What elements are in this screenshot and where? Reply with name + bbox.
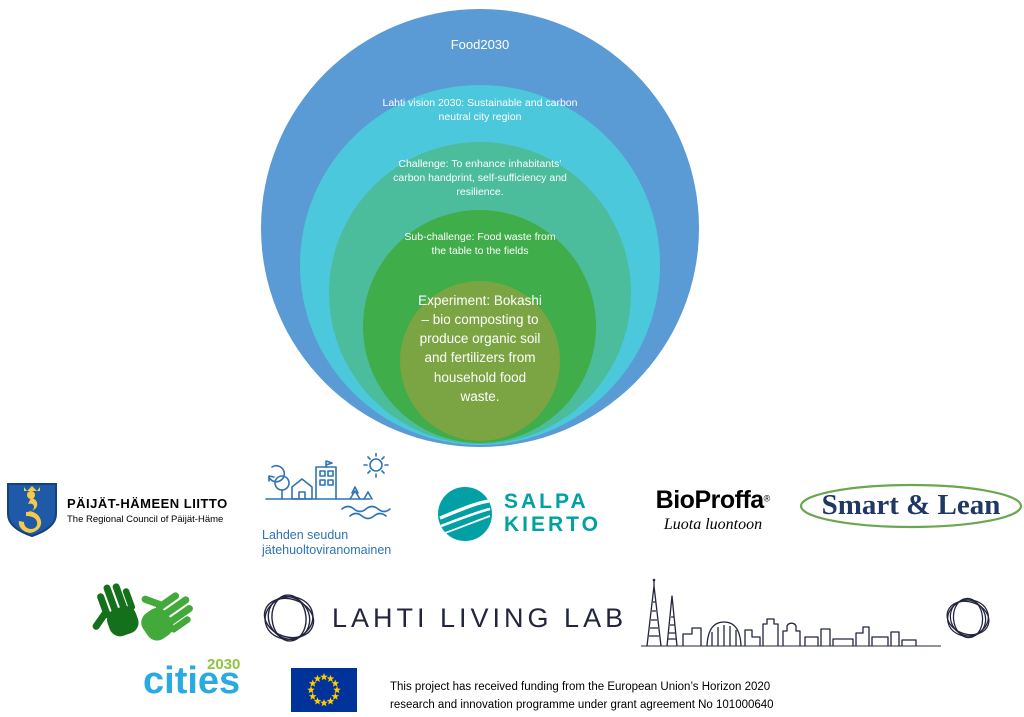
ring-label-lahti-vision: Lahti vision 2030: Sustainable and carbo… (382, 97, 578, 124)
eu-funding-line2: research and innovation programme under … (390, 699, 774, 712)
green-hands-icon (85, 566, 203, 659)
bioproffa-wordmark: BioProffa® (643, 486, 783, 515)
registered-trademark-icon: ® (763, 493, 771, 504)
cities2030-word: cities (143, 660, 241, 702)
ring-label-challenge: Challenge: To enhance inhabitants’ carbo… (393, 158, 567, 199)
lahti-skyline-art-icon (641, 578, 942, 647)
smart-lean-ellipse-icon (799, 483, 1023, 529)
swirl-sphere-icon (946, 597, 990, 639)
logo-salpakierto: SALPA KIERTO (437, 486, 601, 542)
salpakierto-globe-icon (438, 487, 492, 541)
swirl-sphere-icon (263, 594, 315, 642)
nested-circles-diagram: Food2030 Lahti vision 2030: Sustainable … (261, 9, 699, 447)
bioproffa-name: BioProffa (655, 486, 765, 514)
logo-lahden-seudun: Lahden seudun jätehuoltoviranomainen (258, 452, 418, 558)
paijat-hame-text: PÄIJÄT-HÄMEEN LIITTO The Regional Counci… (67, 496, 228, 525)
paijat-hame-title: PÄIJÄT-HÄMEEN LIITTO (67, 495, 228, 511)
logo-lahti-living-lab: LAHTI LIVING LAB (262, 578, 991, 648)
eu-funding-statement: This project has received funding from t… (390, 678, 774, 715)
ring-label-food2030: Food2030 (450, 37, 510, 52)
logo-cities2030: cities 2030 (143, 656, 241, 703)
paijat-hame-crest-icon (7, 483, 57, 538)
eu-flag-icon (291, 668, 357, 717)
lahden-seudun-line1: Lahden seudun (262, 528, 349, 542)
bioproffa-tagline: Luota luontoon (663, 516, 763, 533)
eu-funding-line1: This project has received funding from t… (390, 681, 771, 693)
lahden-seudun-line2: jätehuoltoviranomainen (262, 542, 392, 557)
ring-label-experiment: Experiment: Bokashi – bio composting to … (418, 293, 542, 404)
logo-paijat-hameen-liitto: PÄIJÄT-HÄMEEN LIITTO The Regional Counci… (6, 482, 228, 538)
logo-bioproffa: BioProffa® Luota luontoon (643, 486, 783, 534)
paijat-hame-subtitle: The Regional Council of Päijät-Häme (67, 513, 224, 525)
lahti-living-lab-wordmark: LAHTI LIVING LAB (332, 603, 628, 633)
salpakierto-line1: SALPA (504, 490, 589, 514)
salpakierto-line2: KIERTO (504, 513, 601, 536)
salpakierto-wordmark: SALPA KIERTO (504, 491, 601, 536)
smart-lean-wordmark: Smart & Lean (821, 489, 1001, 521)
logo-smart-lean: Smart & Lean (798, 482, 1024, 530)
lahden-seudun-text: Lahden seudun jätehuoltoviranomainen (262, 528, 418, 558)
ring-experiment (400, 281, 560, 441)
cities2030-year: 2030 (207, 656, 241, 673)
ring-label-sub-challenge: Sub-challenge: Food waste from the table… (404, 231, 556, 258)
lahden-seudun-art-icon (265, 452, 391, 520)
